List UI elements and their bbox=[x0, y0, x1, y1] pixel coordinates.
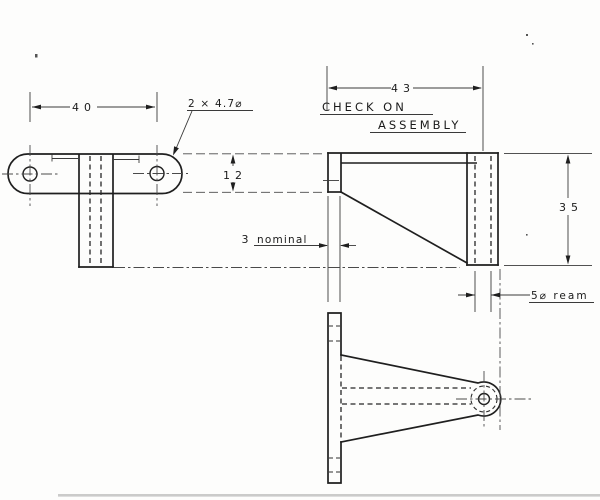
check-note-line1: CHECK ON bbox=[322, 100, 407, 114]
callout-holes: 2 × 4.7⌀ bbox=[173, 98, 253, 156]
ream-callout-text: 5⌀ ream bbox=[531, 290, 589, 302]
projection-lines bbox=[114, 153, 501, 430]
check-note-line2: ASSEMBLY bbox=[378, 118, 461, 132]
scan-speck-2 bbox=[526, 34, 528, 36]
dim40-arrow-left bbox=[32, 104, 41, 110]
scan-speck-4 bbox=[526, 234, 528, 236]
dim12-text: 12 bbox=[223, 169, 247, 182]
dim43-arrow-right bbox=[473, 85, 482, 91]
dim35-text: 35 bbox=[559, 201, 583, 214]
side-view bbox=[323, 152, 499, 266]
callout-ream: 5⌀ ream bbox=[458, 290, 594, 303]
ream-arrow-left bbox=[466, 292, 475, 298]
dim43-arrow-left bbox=[328, 85, 337, 91]
holes-callout-leader bbox=[176, 110, 193, 148]
ream-arrow-right bbox=[491, 292, 500, 298]
dim12-arrow-down bbox=[230, 182, 236, 192]
dimension-35: 35 bbox=[504, 152, 592, 266]
dim3-value-text: 3 bbox=[242, 233, 249, 246]
dimension-40: 40 bbox=[29, 92, 158, 122]
dim3-arrow-left bbox=[319, 243, 328, 248]
scan-artifacts bbox=[35, 34, 600, 497]
holes-callout-arrow bbox=[173, 146, 179, 156]
dim35-arrow-up bbox=[565, 154, 571, 164]
side-gusset-diagonal bbox=[339, 190, 469, 265]
dimension-43: 43 CHECK ON ASSEMBLY bbox=[320, 66, 484, 151]
dim3-word-text: nominal bbox=[257, 234, 308, 246]
front-plate-outline bbox=[327, 312, 342, 484]
scan-speck-1 bbox=[35, 54, 38, 58]
dimension-3-nominal: 3 nominal bbox=[242, 233, 356, 248]
dim12-arrow-up bbox=[230, 154, 236, 164]
front-view bbox=[327, 312, 533, 484]
scan-speck-3 bbox=[532, 43, 534, 45]
scan-edge-bottom bbox=[58, 494, 600, 497]
dim3-arrow-right bbox=[340, 243, 349, 248]
dim40-arrow-right bbox=[146, 104, 155, 110]
plan-view bbox=[2, 145, 188, 268]
holes-callout-text: 2 × 4.7⌀ bbox=[188, 98, 243, 110]
front-boss-outline bbox=[339, 353, 502, 443]
dim43-text: 43 bbox=[391, 82, 415, 95]
dimension-12: 12 bbox=[223, 154, 247, 192]
dim35-arrow-down bbox=[565, 255, 571, 265]
dim40-text: 40 bbox=[72, 101, 96, 114]
